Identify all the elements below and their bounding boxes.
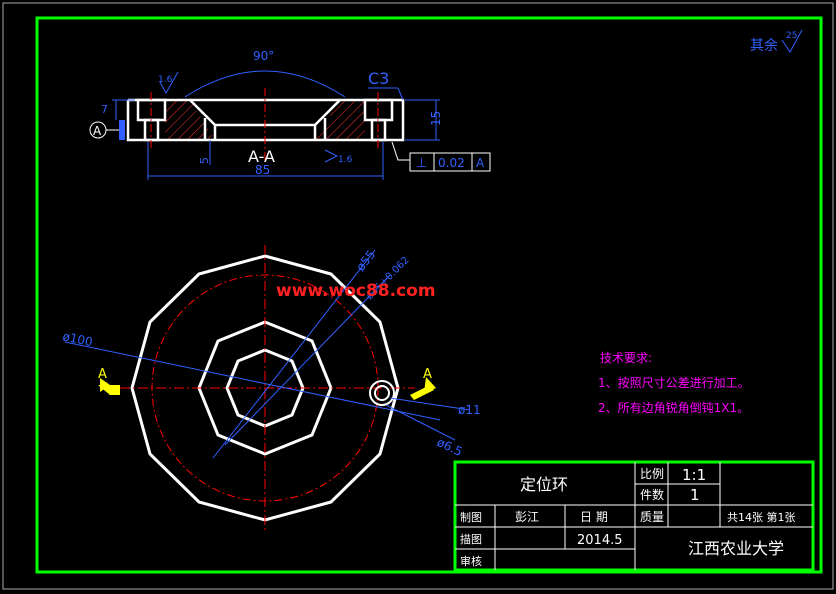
title-block: 定位环 比例 1:1 件数 1 制图 彭江 日 期 质量 共14张 第1张 描图… [453, 460, 815, 572]
scale-value: 1:1 [682, 466, 706, 484]
scale-label: 比例 [640, 467, 664, 481]
dim-7: 7 [101, 103, 108, 116]
tech-req-title: 技术要求: [600, 351, 652, 365]
dim-85: 85 [255, 163, 270, 177]
section-hatch-right [315, 100, 365, 140]
roughness-bottom: 1.6 [338, 155, 353, 165]
middle-polygon [197, 320, 333, 456]
section-view: A 90° 1.6 C3 7 15 [89, 49, 491, 180]
watermark: www.woc88.com [276, 281, 436, 301]
bolt-hole-inner [374, 385, 390, 401]
drawing-border [35, 16, 823, 574]
drawn-by: 彭江 [515, 510, 539, 524]
view-arrow-left-label: A [98, 367, 107, 382]
chamfer-label: C3 [368, 69, 389, 88]
datum-label: A [93, 124, 102, 138]
view-arrow-left [98, 378, 120, 395]
tolerance-value: 0.02 [438, 156, 465, 170]
roughness-symbol-general [781, 29, 803, 53]
drawn-label: 制图 [460, 511, 482, 524]
dim-15: 15 [429, 111, 443, 126]
section-label: A-A [248, 147, 275, 166]
dia-11: ø11 [458, 403, 481, 417]
sheet-info: 共14张 第1张 [727, 510, 796, 524]
date-value: 2014.5 [577, 533, 623, 548]
dia-100: ø100 [61, 329, 93, 349]
quantity-label: 件数 [640, 487, 664, 502]
mass-label: 质量 [640, 510, 664, 524]
tolerance-symbol: ⊥ [416, 156, 427, 171]
dim-5: 5 [198, 157, 211, 164]
quantity-value: 1 [690, 486, 700, 504]
tech-req-line2: 2、所有边角锐角倒钝1X1。 [598, 401, 749, 415]
school-name: 江西农业大学 [688, 539, 784, 558]
surface-finish-note: 其余 [750, 37, 778, 54]
trace-label: 描图 [460, 532, 482, 546]
view-arrow-right-label: A [423, 367, 432, 382]
date-label: 日 期 [580, 510, 608, 524]
tech-req-line1: 1、按照尺寸公差进行加工。 [598, 376, 750, 390]
roughness-top: 1.6 [158, 75, 173, 85]
tolerance-datum: A [476, 156, 485, 170]
surface-finish-value: 25 [786, 31, 797, 41]
section-hatch-left [165, 100, 215, 140]
review-label: 审核 [460, 554, 482, 568]
view-arrow-right [410, 377, 436, 400]
bolt-hole-outer [369, 380, 395, 406]
part-name: 定位环 [520, 475, 568, 494]
datum-marker [119, 120, 125, 140]
angle-label: 90° [253, 49, 274, 63]
